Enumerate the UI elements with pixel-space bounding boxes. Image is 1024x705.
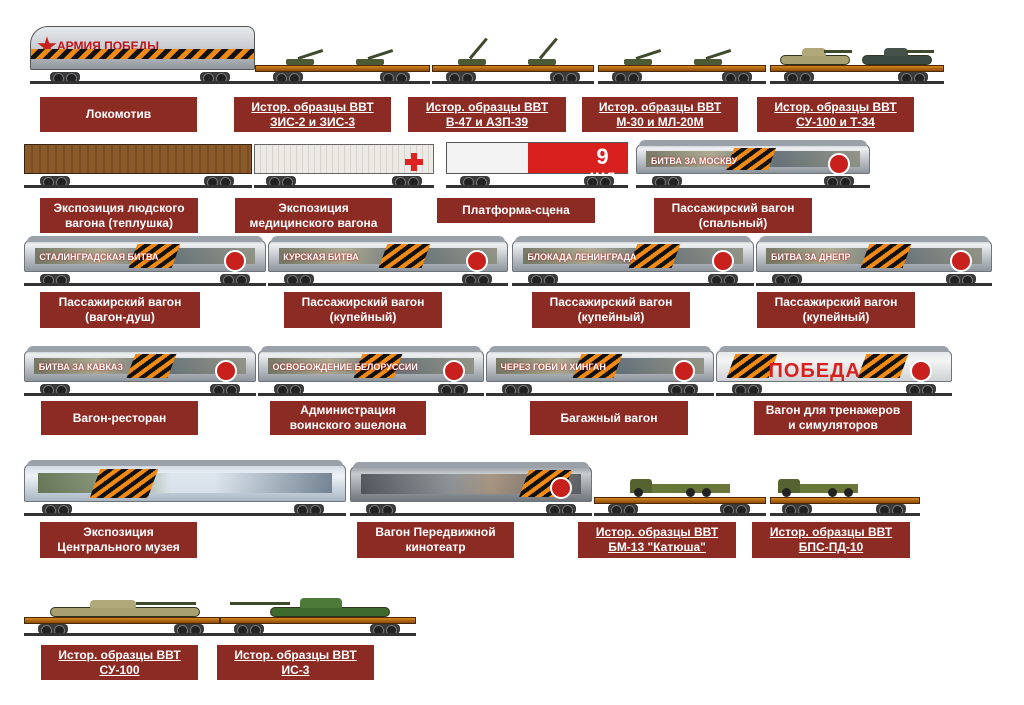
label-line[interactable]: СУ-100 и Т-34	[796, 114, 875, 129]
car-belarus: ОСВОБОЖДЕНИЕ БЕЛОРУССИИ	[258, 344, 484, 396]
label-line[interactable]: Истор. образцы ВВТ	[769, 525, 893, 539]
label-line: Пассажирский вагон	[671, 200, 795, 215]
label-line: Пассажирский вагон	[774, 295, 898, 309]
car-su100-t34	[770, 30, 944, 84]
car-is3	[220, 584, 416, 636]
label-line[interactable]: Истор. образцы ВВТ	[598, 99, 722, 114]
car-gobi: ЧЕРЕЗ ГОБИ И ХИНГАН	[486, 344, 714, 396]
car-slogan: БИТВА ЗА ДНЕПР	[771, 252, 851, 263]
label-line: воинского эшелона	[289, 418, 407, 432]
car-aa-guns	[432, 30, 594, 84]
car-slogan: КУРСКАЯ БИТВА	[283, 252, 359, 263]
label-stage: Платформа-сцена	[437, 198, 595, 223]
label-line: (вагон-душ)	[85, 310, 155, 324]
car-cinema	[350, 460, 592, 516]
label-line: Администрация	[300, 403, 396, 417]
label-line[interactable]: М-30 и МЛ-20М	[616, 114, 704, 129]
car-slogan: ЧЕРЕЗ ГОБИ И ХИНГАН	[500, 362, 606, 373]
car-bps	[770, 464, 920, 516]
car-slogan: ОСВОБОЖДЕНИЕ БЕЛОРУССИИ	[272, 362, 418, 373]
label-line: (купейный)	[329, 310, 397, 324]
car-slogan: БИТВА ЗА КАВКАЗ	[38, 362, 124, 373]
red-cross-icon	[405, 153, 423, 172]
car-medical	[254, 140, 434, 188]
label-line: Экспозиция	[83, 525, 154, 539]
label-stalingrad: Пассажирский вагон(вагон-душ)	[40, 292, 200, 328]
label-leningrad: Пассажирский вагон(купейный)	[532, 292, 690, 328]
label-line[interactable]: БПС-ПД-10	[798, 540, 864, 554]
label-restaurant: Вагон-ресторан	[41, 401, 198, 435]
car-su100	[24, 588, 220, 636]
label-line: вагона (теплушка)	[65, 215, 173, 230]
label-line: Пассажирский вагон	[58, 295, 182, 309]
car-dnepr: БИТВА ЗА ДНЕПР	[756, 234, 992, 286]
car-stalingrad: СТАЛИНГРАДСКАЯ БИТВА	[24, 234, 266, 286]
car-moskva: БИТВА ЗА МОСКВУ	[636, 138, 870, 188]
car-m30-guns	[598, 35, 766, 84]
locomotive-image: АРМИЯ ПОБЕДЫ	[30, 22, 255, 84]
car-zis-guns	[255, 35, 430, 84]
label-line: (купейный)	[802, 310, 870, 324]
label-line[interactable]: Истор. образцы ВВТ	[234, 647, 357, 662]
pobeda-slogan: ПОБЕДА	[768, 360, 861, 382]
label-line: Вагон-ресторан	[72, 410, 167, 425]
car-slogan: БИТВА ЗА МОСКВУ	[650, 155, 738, 166]
label-line: кинотеатр	[405, 540, 466, 554]
label-line: Пассажирский вагон	[549, 295, 673, 309]
label-line[interactable]: Истор. образцы ВВТ	[774, 99, 897, 114]
car-stage: 9МАЯ	[446, 138, 628, 188]
car-slogan: БЛОКАДА ЛЕНИНГРАДА	[527, 252, 637, 263]
label-line: Багажный вагон	[560, 410, 658, 425]
label-line: Вагон Передвижной	[375, 525, 496, 539]
car-pobeda: ПОБЕДА	[716, 344, 952, 396]
label-line[interactable]: БМ-13 "Катюша"	[608, 540, 706, 554]
car-museum	[24, 458, 346, 516]
label-line: Центрального музея	[57, 540, 180, 554]
label-line: и симуляторов	[788, 418, 878, 432]
label-line[interactable]: Истор. образцы ВВТ	[595, 525, 719, 539]
label-line: Локомотив	[85, 107, 152, 121]
label-line[interactable]: В-47 и АЗП-39	[445, 114, 529, 129]
label-line[interactable]: СУ-100	[99, 662, 140, 677]
label-line[interactable]: Истор. образцы ВВТ	[58, 647, 181, 662]
label-locomotive: Локомотив	[40, 97, 197, 132]
car-restaurant: БИТВА ЗА КАВКАЗ	[24, 344, 256, 396]
stage-number: 9	[596, 144, 609, 169]
label-line[interactable]: Истор. образцы ВВТ	[425, 99, 549, 114]
label-baggage: Багажный вагон	[530, 401, 688, 435]
label-dnepr: Пассажирский вагон(купейный)	[757, 292, 915, 328]
car-teplushka	[24, 140, 252, 188]
label-line: Экспозиция людского	[53, 200, 185, 215]
label-line: Экспозиция	[278, 200, 349, 215]
label-line[interactable]: ЗИС-2 и ЗИС-3	[269, 114, 355, 129]
label-line: Вагон для тренажеров	[765, 403, 901, 417]
car-slogan: СТАЛИНГРАДСКАЯ БИТВА	[39, 252, 159, 263]
label-line[interactable]: ИС-3	[281, 662, 310, 677]
label-line: (купейный)	[577, 310, 645, 324]
car-kursk: КУРСКАЯ БИТВА	[268, 234, 508, 286]
car-leningrad: БЛОКАДА ЛЕНИНГРАДА	[512, 234, 754, 286]
label-moskva: Пассажирский вагон(спальный)	[654, 198, 812, 233]
label-line: Пассажирский вагон	[301, 295, 425, 309]
label-line: Платформа-сцена	[462, 203, 570, 217]
label-line: (спальный)	[698, 215, 768, 230]
car-katyusha	[594, 460, 766, 516]
label-line: медицинского вагона	[249, 215, 378, 230]
label-kursk: Пассажирский вагон(купейный)	[284, 292, 442, 328]
label-line[interactable]: Истор. образцы ВВТ	[251, 99, 374, 114]
